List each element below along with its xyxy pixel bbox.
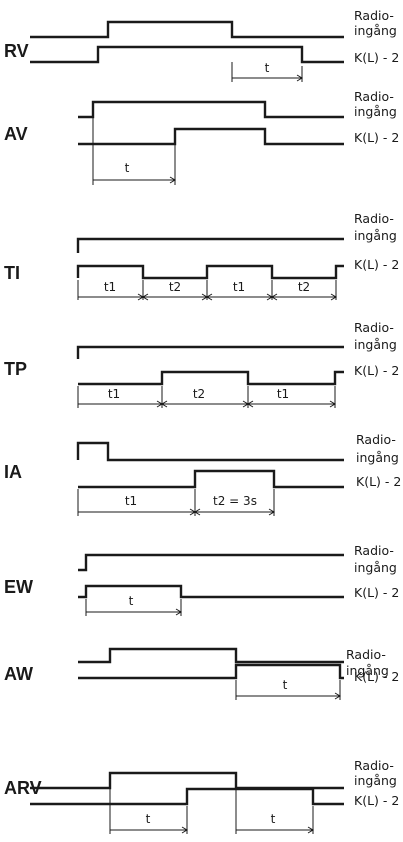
output-signal-ia [78, 469, 344, 489]
radio-input-label-line1: Radio- [354, 8, 394, 23]
output-label: K(L) - 2 [354, 50, 399, 65]
mode-label-arv: ARV [4, 778, 42, 798]
mode-label-av: AV [4, 124, 28, 144]
interval-dimension-aw: t [235, 678, 341, 700]
output-label: K(L) - 2 [354, 130, 399, 145]
timing-block-av: AV Radio- ingång K(L) - 2 t [4, 89, 399, 185]
output-signal-tp [78, 370, 344, 386]
radio-input-label-line1: Radio- [356, 432, 396, 447]
radio-input-label-line1: Radio- [354, 89, 394, 104]
output-signal-av [78, 127, 344, 146]
timing-block-arv: ARV Radio- ingång K(L) - 2 t t [4, 758, 399, 834]
output-signal-ti [76, 264, 344, 280]
mode-label-tp: TP [4, 359, 27, 379]
output-signal-arv [30, 787, 344, 806]
interval-label-t2: t2 [193, 387, 205, 401]
mode-label-ti: TI [4, 263, 20, 283]
interval-label-t1: t1 [277, 387, 289, 401]
radio-input-signal-tp [76, 345, 344, 359]
interval-label-t: t [283, 678, 288, 692]
output-label: K(L) - 2 [354, 363, 399, 378]
output-label: K(L) - 2 [356, 474, 401, 489]
radio-input-signal-arv [30, 771, 344, 790]
interval-label-t1: t1 [104, 280, 116, 294]
interval-label-t1: t1 [125, 494, 137, 508]
radio-input-label-line2: ingång [354, 23, 397, 38]
interval-dimension-ew: t [85, 594, 182, 616]
radio-input-label-line2: ingång [354, 104, 397, 119]
interval-dimension-arv-1: t [109, 788, 188, 834]
output-label: K(L) - 2 [354, 585, 399, 600]
timing-block-ti: TI Radio- ingång K(L) - 2 t1 t2 t1 t2 [4, 211, 399, 301]
output-label: K(L) - 2 [354, 669, 399, 684]
output-signal-rv [30, 45, 344, 64]
radio-input-label-line2: ingång [354, 773, 397, 788]
radio-input-label-line1: Radio- [354, 543, 394, 558]
radio-input-signal-ia [76, 441, 344, 462]
radio-input-label-line2: ingång [354, 337, 397, 352]
radio-input-signal-av [78, 100, 344, 119]
mode-label-aw: AW [4, 664, 33, 684]
output-label: K(L) - 2 [354, 257, 399, 272]
interval-label-t: t [125, 161, 130, 175]
output-label: K(L) - 2 [354, 793, 399, 808]
timing-block-ia: IA Radio- ingång K(L) - 2 t1 t2 = 3s [4, 432, 401, 516]
radio-input-label-line1: Radio- [354, 211, 394, 226]
interval-label-t: t [146, 812, 151, 826]
radio-input-signal-ti [76, 237, 344, 253]
timing-block-tp: TP Radio- ingång K(L) - 2 t1 t2 t1 [4, 320, 399, 408]
interval-dimension-arv-2: t [235, 788, 314, 834]
interval-dimension-ia: t1 t2 = 3s [77, 489, 275, 516]
interval-label-t1: t1 [108, 387, 120, 401]
radio-input-signal-ew [78, 553, 344, 572]
radio-input-label-line2: ingång [346, 663, 389, 678]
interval-dimension-av: t [92, 117, 176, 185]
interval-label-t2: t2 [298, 280, 310, 294]
interval-dimension-rv: t [231, 61, 303, 82]
interval-dimension-ti: t1 t2 t1 t2 [77, 280, 337, 301]
radio-input-signal-rv [30, 20, 344, 39]
radio-input-label-line1: Radio- [346, 647, 386, 662]
output-signal-aw [78, 663, 344, 680]
interval-label-t1: t1 [233, 280, 245, 294]
timing-block-aw: AW Radio- ingång K(L) - 2 t [4, 647, 399, 700]
timing-block-rv: RV Radio- ingång K(L) - 2 t [4, 8, 399, 82]
mode-label-rv: RV [4, 41, 29, 61]
interval-label-t: t [265, 61, 270, 75]
interval-label-t: t [129, 594, 134, 608]
radio-input-label-line1: Radio- [354, 758, 394, 773]
radio-input-signal-aw [78, 647, 344, 664]
interval-label-t: t [271, 812, 276, 826]
mode-label-ew: EW [4, 577, 33, 597]
interval-dimension-tp: t1 t2 t1 [77, 386, 336, 408]
mode-label-ia: IA [4, 462, 22, 482]
radio-input-label-line1: Radio- [354, 320, 394, 335]
radio-input-label-line2: ingång [356, 450, 399, 465]
output-signal-ew [78, 584, 344, 599]
timing-block-ew: EW Radio- ingång K(L) - 2 t [4, 543, 399, 616]
radio-input-label-line2: ingång [354, 560, 397, 575]
radio-input-label-line2: ingång [354, 228, 397, 243]
interval-label-t2: t2 [169, 280, 181, 294]
interval-label-t2-3s: t2 = 3s [213, 494, 257, 508]
